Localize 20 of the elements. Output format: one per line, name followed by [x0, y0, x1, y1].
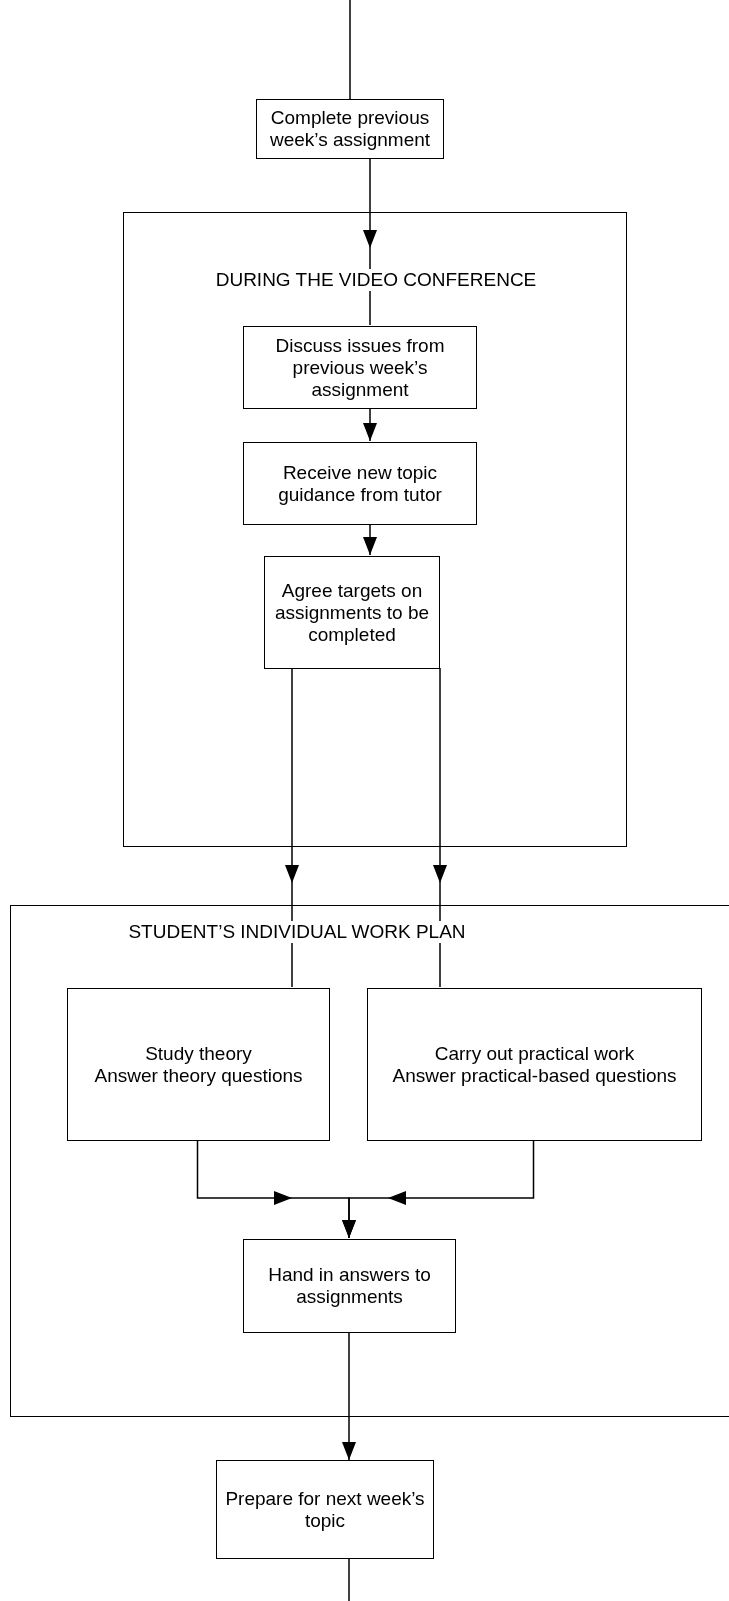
- step-text: Study theory: [145, 1042, 252, 1065]
- group-frame: [123, 212, 627, 847]
- process-box: [243, 326, 477, 409]
- process-box: [216, 1460, 434, 1559]
- group-frame: [10, 905, 729, 1417]
- step-text: Agree targets on assignments to be completed: [273, 579, 431, 646]
- step-text: Answer theory questions: [94, 1064, 303, 1087]
- process-box: [243, 442, 477, 525]
- process-box: [264, 556, 440, 669]
- step-text: Carry out practical work: [434, 1042, 635, 1065]
- process-box: [367, 988, 702, 1141]
- process-box: [67, 988, 330, 1141]
- step-text: Complete previous week’s assignment: [268, 107, 432, 151]
- step-text: Answer practical-based questions: [392, 1064, 677, 1087]
- step-text: Prepare for next week’s topic: [224, 1487, 426, 1532]
- process-box: [243, 1239, 456, 1333]
- process-box: [256, 99, 444, 159]
- step-text: Receive new topic guidance from tutor: [277, 461, 443, 506]
- step-text: Discuss issues from previous week’s assignment: [274, 334, 446, 401]
- step-text: Hand in answers to assignments: [267, 1264, 432, 1308]
